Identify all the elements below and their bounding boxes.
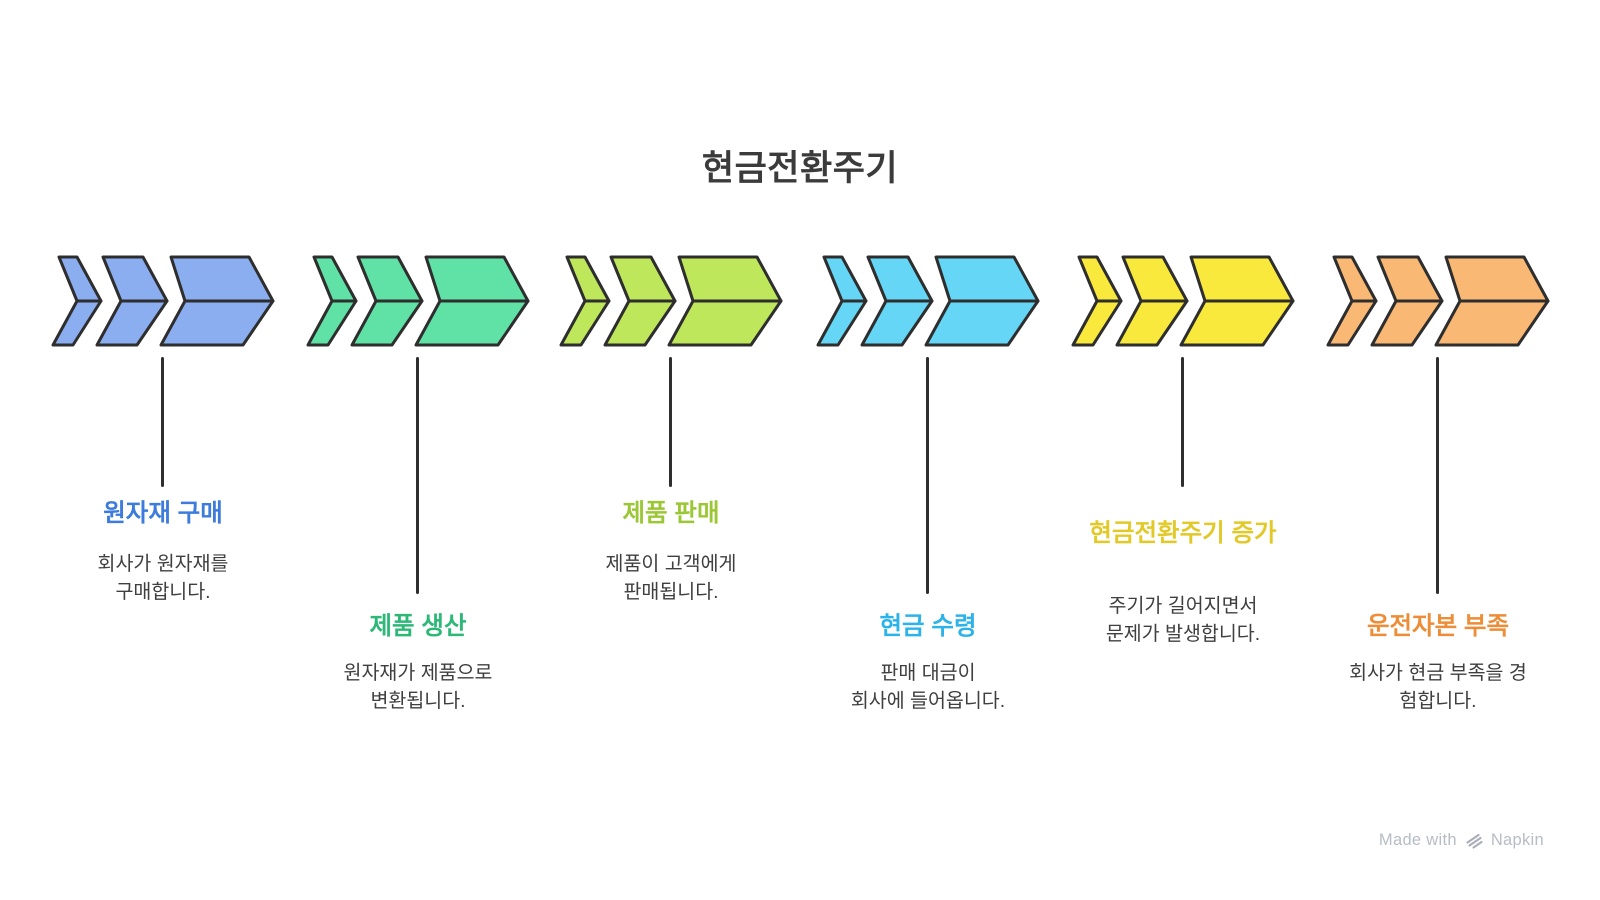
chevron-arrows-icon <box>1326 255 1550 347</box>
step-description: 주기가 길어지면서 문제가 발생합니다. <box>1003 592 1363 648</box>
step-description-line: 제품이 고객에게 <box>605 553 737 575</box>
chevron-arrows-icon <box>559 255 783 347</box>
chevron-arrows-icon <box>816 255 1040 347</box>
step-description-line: 험합니다. <box>1399 690 1477 712</box>
step-label: 현금 수령 <box>879 613 977 640</box>
step-label: 원자재 구매 <box>103 500 223 527</box>
step-description-line: 구매합니다. <box>115 581 211 603</box>
step-description-line: 회사가 원자재를 <box>97 553 229 575</box>
step-description-line: 원자재가 제품으로 <box>343 662 493 684</box>
step-label: 운전자본 부족 <box>1366 613 1510 640</box>
connector-line <box>1181 357 1184 487</box>
step-product-sales: 제품 판매 제품이 고객에게 판매됩니다. <box>557 255 785 725</box>
connector-line <box>926 357 929 594</box>
step-raw-material-purchase: 원자재 구매 회사가 원자재를 구매합니다. <box>49 255 277 725</box>
step-description-line: 문제가 발생합니다. <box>1105 623 1261 645</box>
step-label: 제품 생산 <box>369 613 467 640</box>
step-label: 현금전환주기 증가 <box>1089 520 1277 547</box>
chevron-arrows-icon <box>306 255 530 347</box>
step-description: 원자재가 제품으로 변환됩니다. <box>238 659 598 715</box>
connector-line <box>416 357 419 594</box>
step-description-line: 판매됩니다. <box>623 581 719 603</box>
step-description: 회사가 현금 부족을 경 험합니다. <box>1258 659 1600 715</box>
connector-line <box>1436 357 1439 594</box>
watermark-brand: Napkin <box>1490 830 1544 849</box>
step-label: 제품 판매 <box>622 500 720 527</box>
diagram-title: 현금전환주기 <box>701 149 899 188</box>
napkin-watermark-link[interactable]: Made with Napkin <box>1379 830 1544 850</box>
step-description-line: 변환됩니다. <box>370 690 466 712</box>
step-description-line: 판매 대금이 <box>880 662 976 684</box>
step-cash-receipt: 현금 수령 판매 대금이 회사에 들어옵니다. <box>814 255 1042 725</box>
step-description-line: 주기가 길어지면서 <box>1108 595 1258 617</box>
watermark-prefix: Made with <box>1378 830 1457 849</box>
chevron-arrows-icon <box>51 255 275 347</box>
step-working-capital-shortage: 운전자본 부족 회사가 현금 부족을 경 험합니다. <box>1324 255 1552 725</box>
step-description: 제품이 고객에게 판매됩니다. <box>491 550 851 606</box>
step-description-line: 회사에 들어옵니다. <box>850 690 1006 712</box>
step-description-line: 회사가 현금 부족을 경 <box>1349 662 1527 684</box>
step-product-production: 제품 생산 원자재가 제품으로 변환됩니다. <box>304 255 532 725</box>
step-description: 판매 대금이 회사에 들어옵니다. <box>748 659 1108 715</box>
step-cash-conversion-cycle-increase: 현금전환주기 증가 주기가 길어지면서 문제가 발생합니다. <box>1069 255 1297 725</box>
connector-line <box>161 357 164 487</box>
napkin-logo-icon <box>1466 833 1483 849</box>
step-description: 회사가 원자재를 구매합니다. <box>0 550 343 606</box>
connector-line <box>669 357 672 487</box>
chevron-arrows-icon <box>1071 255 1295 347</box>
